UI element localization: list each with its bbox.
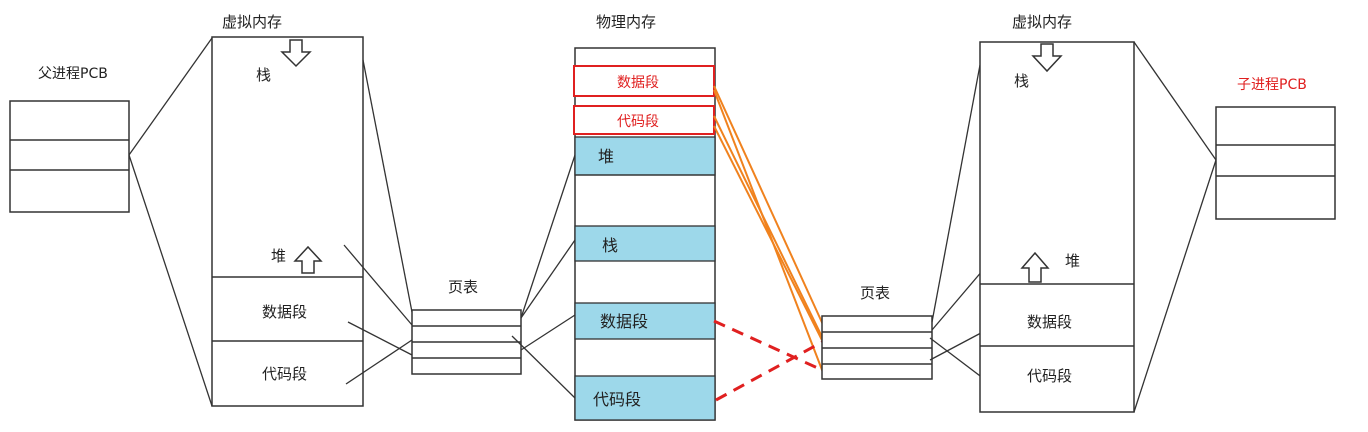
parent-vm-code: 代码段 [262, 365, 307, 383]
physical-red-code-block [573, 105, 715, 135]
physical-memory-title: 物理内存 [596, 13, 656, 31]
parent-pcb-label: 父进程PCB [38, 66, 108, 82]
physical-red-data-label: 数据段 [617, 75, 659, 91]
parent-page-table-label: 页表 [448, 278, 478, 296]
parent-vm-title: 虚拟内存 [222, 13, 282, 31]
parent-page-table: 页表 [411, 278, 522, 375]
parent-pcb-box [9, 100, 130, 213]
physical-heap-label: 堆 [598, 147, 614, 166]
child-pcb-connectors [1133, 41, 1217, 413]
child-vm-code: 代码段 [1027, 367, 1072, 385]
parent-pcb-connectors [128, 37, 213, 407]
physical-stack-block [574, 225, 716, 262]
physical-heap-block [574, 136, 716, 176]
orange-mapping-lines [713, 85, 831, 376]
child-vm-heap: 堆 [1065, 252, 1080, 270]
parent-pagetable-physical-connectors [511, 154, 576, 399]
physical-data-label: 数据段 [600, 312, 648, 331]
physical-memory: 物理内存 数据段 代码段 堆 栈 数据段 代码段 [573, 13, 716, 421]
up-arrow-icon [293, 245, 323, 274]
physical-code-label: 代码段 [593, 390, 641, 409]
child-pcb-label: 子进程PCB [1237, 77, 1307, 93]
child-vm-title: 虚拟内存 [1012, 13, 1072, 31]
red-dashed-mapping-lines [713, 319, 827, 402]
down-arrow-icon [1031, 43, 1063, 73]
down-arrow-icon [280, 39, 312, 68]
physical-red-data-block [573, 65, 715, 97]
child-page-table: 页表 [821, 284, 933, 380]
parent-virtual-memory: 虚拟内存 栈 堆 数据段 代码段 [211, 13, 364, 407]
physical-code-block [574, 375, 716, 421]
child-vm-stack: 栈 [1014, 72, 1029, 90]
child-vm-data: 数据段 [1027, 313, 1072, 331]
parent-vm-heap: 堆 [271, 247, 286, 265]
parent-vm-data: 数据段 [262, 303, 307, 321]
child-pcb: 子进程PCB [1215, 77, 1336, 220]
physical-red-code-label: 代码段 [617, 114, 659, 130]
physical-data-block [574, 302, 716, 340]
parent-vm-pagetable-connectors [343, 59, 413, 385]
parent-pcb: 父进程PCB [9, 66, 130, 213]
child-pcb-box [1215, 106, 1336, 220]
child-page-table-label: 页表 [860, 284, 890, 302]
up-arrow-icon [1020, 251, 1050, 283]
physical-stack-label: 栈 [602, 236, 618, 255]
child-vm-box [979, 41, 1135, 413]
parent-vm-stack: 栈 [256, 66, 271, 84]
parent-vm-box [211, 36, 364, 407]
child-virtual-memory: 虚拟内存 栈 堆 数据段 代码段 [979, 13, 1135, 413]
